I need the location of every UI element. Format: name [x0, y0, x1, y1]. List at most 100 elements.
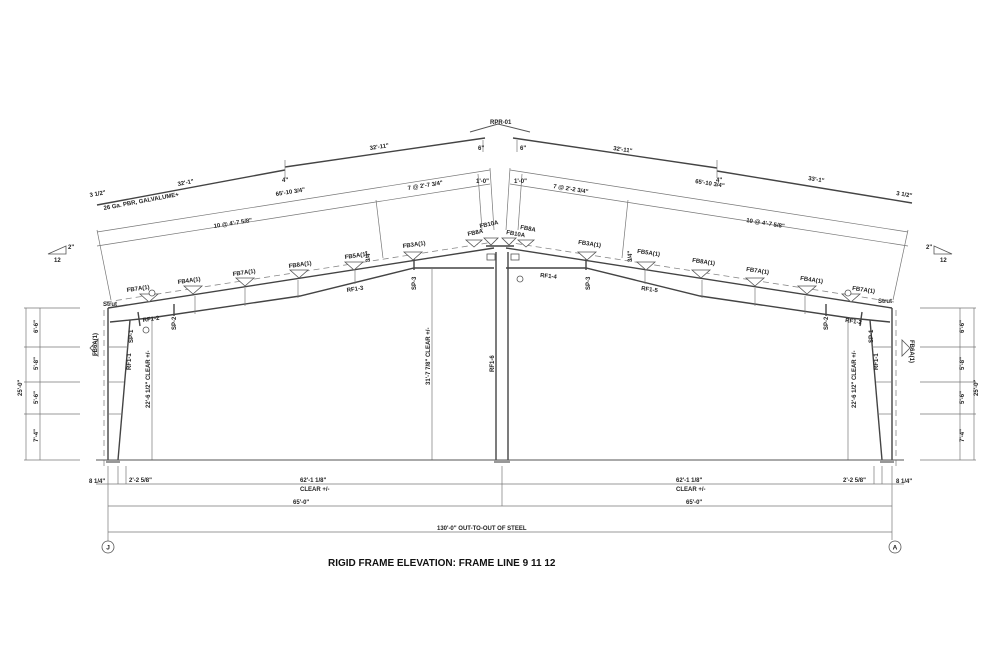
- slope-dimension-lines: [96, 167, 909, 301]
- svg-text:6'-6": 6'-6": [960, 320, 966, 333]
- svg-text:SP-1: SP-1: [869, 329, 875, 343]
- svg-text:32'-1": 32'-1": [177, 179, 194, 188]
- svg-text:65'-10 3/4": 65'-10 3/4": [695, 179, 725, 190]
- svg-text:CLEAR +/-: CLEAR +/-: [676, 487, 706, 493]
- svg-text:SP-3: SP-3: [586, 276, 592, 290]
- svg-text:10 @ 4'-7 5/8": 10 @ 4'-7 5/8": [213, 218, 252, 230]
- svg-text:RF1-3: RF1-3: [346, 286, 364, 294]
- svg-text:7 @ 2'-2 3/4": 7 @ 2'-2 3/4": [553, 184, 589, 195]
- svg-text:1'-0": 1'-0": [514, 179, 527, 185]
- svg-text:1'-0": 1'-0": [476, 179, 489, 185]
- member-labels: Strut Strut RF1-2 RF1-3 RF1-4 RF1-5 RF1-…: [103, 251, 892, 372]
- svg-text:130'-0" OUT-TO-OUT OF STEEL: 130'-0" OUT-TO-OUT OF STEEL: [437, 526, 527, 532]
- svg-text:FB8A(1): FB8A(1): [692, 258, 716, 267]
- svg-text:7 @ 2'-7 3/4": 7 @ 2'-7 3/4": [407, 180, 443, 191]
- svg-text:65'-10 3/4": 65'-10 3/4": [275, 187, 305, 198]
- svg-text:31'-7 7/8" CLEAR +/-: 31'-7 7/8" CLEAR +/-: [426, 328, 432, 385]
- svg-text:22'-6 1/2" CLEAR +/-: 22'-6 1/2" CLEAR +/-: [852, 351, 858, 408]
- drawing-title: RIGID FRAME ELEVATION: FRAME LINE 9 11 1…: [328, 558, 556, 569]
- svg-text:4": 4": [716, 178, 722, 184]
- svg-text:J: J: [106, 545, 110, 552]
- svg-text:10 @ 4'-7 5/8": 10 @ 4'-7 5/8": [746, 218, 785, 230]
- svg-text:SP-2: SP-2: [824, 316, 830, 330]
- svg-text:6": 6": [478, 146, 484, 152]
- svg-text:33'-1": 33'-1": [808, 176, 825, 184]
- svg-text:Strut: Strut: [103, 302, 117, 308]
- svg-text:7'-4": 7'-4": [34, 429, 40, 442]
- horizontal-dimension-labels: 8 1/4" 2'-2 5/8" 62'-1 1/8" CLEAR +/- 62…: [89, 478, 912, 532]
- svg-text:7'-4": 7'-4": [960, 429, 966, 442]
- svg-text:A: A: [893, 545, 898, 552]
- svg-text:8 1/4": 8 1/4": [896, 479, 912, 485]
- svg-text:FB7A(1): FB7A(1): [232, 269, 256, 278]
- rafters: [105, 241, 895, 327]
- svg-text:32'-11": 32'-11": [613, 146, 633, 155]
- grid-bubble-a: A: [888, 540, 902, 554]
- svg-text:RF1-2: RF1-2: [142, 316, 160, 324]
- detail-callout-circles: [142, 253, 852, 334]
- svg-text:RF1-1: RF1-1: [127, 353, 133, 370]
- flange-brace-labels: FB7A(1) FB4A(1) FB7A(1) FB8A(1) FB5A(1) …: [93, 220, 914, 363]
- svg-text:2'-2 5/8": 2'-2 5/8": [843, 478, 866, 484]
- svg-text:6'-6": 6'-6": [34, 320, 40, 333]
- svg-text:FB3A(1): FB3A(1): [402, 241, 426, 250]
- horizontal-dimension-lines: [96, 466, 904, 541]
- svg-text:25'-0": 25'-0": [974, 380, 980, 396]
- svg-text:3/4": 3/4": [628, 251, 634, 262]
- svg-text:SP-3: SP-3: [412, 276, 418, 290]
- svg-text:3/4": 3/4": [366, 251, 372, 262]
- svg-text:FB7A(1): FB7A(1): [126, 285, 150, 294]
- svg-text:FB4A(1): FB4A(1): [800, 276, 824, 285]
- grid-bubble-j: J: [101, 540, 115, 554]
- svg-text:SP-2: SP-2: [172, 316, 178, 330]
- svg-text:FB7A(1): FB7A(1): [746, 267, 770, 276]
- svg-text:FB7A(1): FB7A(1): [852, 286, 876, 295]
- svg-text:25'-0": 25'-0": [18, 380, 24, 396]
- svg-text:FB3A(1): FB3A(1): [578, 240, 602, 249]
- right-wall-girts: [872, 307, 976, 461]
- svg-text:RF1-1: RF1-1: [874, 353, 880, 370]
- svg-text:5'-6": 5'-6": [960, 391, 966, 404]
- svg-text:65'-0": 65'-0": [686, 500, 702, 506]
- columns: [96, 252, 904, 470]
- svg-text:FB8A(1): FB8A(1): [288, 261, 312, 270]
- svg-text:2'-2 5/8": 2'-2 5/8": [129, 478, 152, 484]
- svg-text:FB4A(1): FB4A(1): [177, 277, 201, 286]
- svg-text:Strut: Strut: [878, 299, 892, 305]
- svg-text:RF1-5: RF1-5: [641, 286, 659, 294]
- svg-text:6": 6": [520, 146, 526, 152]
- svg-text:2": 2": [926, 245, 932, 251]
- left-wall-girts: [24, 307, 128, 461]
- svg-text:SP-1: SP-1: [129, 329, 135, 343]
- svg-text:65'-0": 65'-0": [293, 500, 309, 506]
- svg-text:3 1/2": 3 1/2": [89, 190, 106, 199]
- svg-text:8 1/4": 8 1/4": [89, 479, 105, 485]
- svg-text:3 1/2": 3 1/2": [896, 191, 913, 199]
- svg-text:62'-1 1/8": 62'-1 1/8": [676, 478, 702, 484]
- svg-text:FB5A(1): FB5A(1): [344, 252, 368, 261]
- svg-text:2": 2": [68, 245, 74, 251]
- svg-text:32'-11": 32'-11": [369, 143, 389, 152]
- svg-text:FB8A: FB8A: [467, 229, 484, 238]
- svg-text:FB6A(1): FB6A(1): [93, 333, 99, 356]
- svg-text:FB10A: FB10A: [479, 220, 499, 230]
- right-slope-indicator: 2" 12: [926, 245, 953, 264]
- svg-text:62'-1 1/8": 62'-1 1/8": [300, 478, 326, 484]
- svg-text:RPR-01: RPR-01: [490, 120, 512, 126]
- left-slope-indicator: 2" 12: [47, 245, 74, 264]
- svg-text:CLEAR +/-: CLEAR +/-: [300, 487, 330, 493]
- wall-height-labels: 25'-0" 6'-6" 5'-8" 5'-6" 7'-4" 25'-0" 6'…: [18, 320, 980, 442]
- svg-text:RF1-4: RF1-4: [540, 273, 558, 281]
- svg-text:22'-6 1/2" CLEAR +/-: 22'-6 1/2" CLEAR +/-: [146, 351, 152, 408]
- svg-text:5'-8": 5'-8": [34, 357, 40, 370]
- svg-text:RF1-6: RF1-6: [490, 355, 496, 372]
- roof-sheeting-lines: [96, 123, 913, 206]
- svg-text:FB5A(1): FB5A(1): [637, 249, 661, 258]
- flange-brace-markers: [89, 237, 911, 357]
- svg-text:5'-6": 5'-6": [34, 391, 40, 404]
- svg-text:FB6A(1): FB6A(1): [908, 340, 914, 363]
- svg-text:FB10A: FB10A: [506, 230, 526, 239]
- svg-text:FB8A: FB8A: [520, 225, 537, 234]
- svg-text:12: 12: [54, 258, 61, 264]
